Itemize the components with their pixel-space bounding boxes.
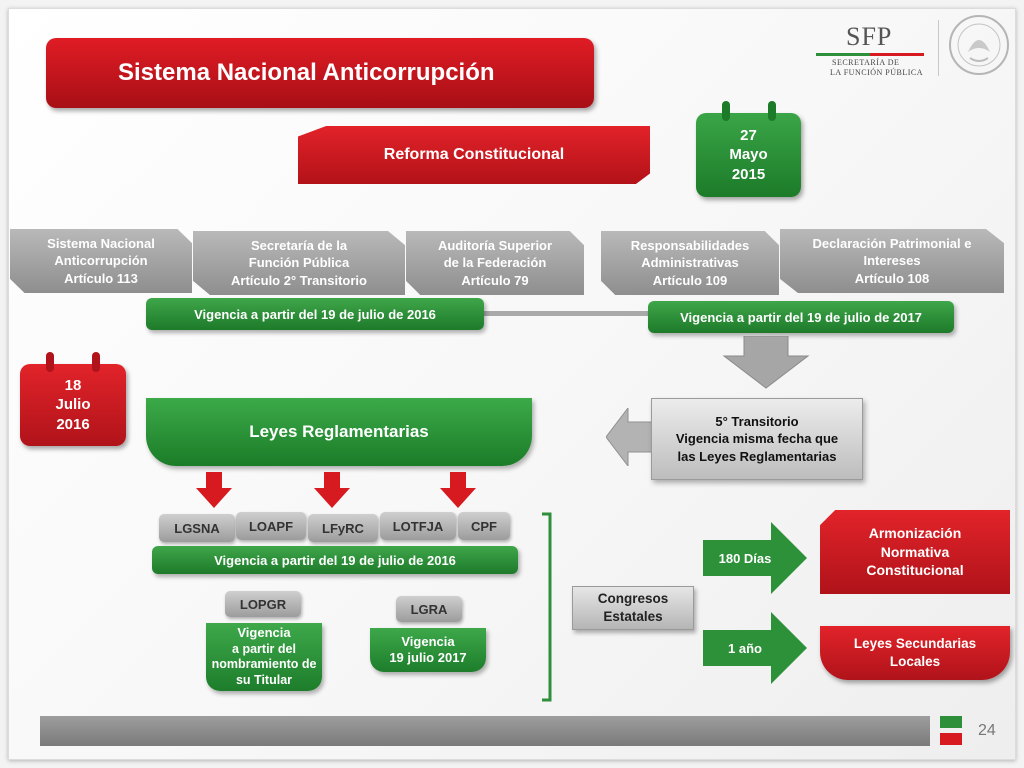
law-tag-loapf: LOAPF (236, 512, 306, 540)
green-arrow-right-icon (703, 612, 807, 684)
armonizacion-line-1: Armonización (868, 524, 962, 541)
calendar-2016: 18 Julio 2016 (20, 352, 126, 446)
law-tag-cpf: CPF (458, 512, 510, 540)
calendar-ring-left (46, 352, 54, 372)
article-line-1: Responsabilidades (630, 237, 750, 253)
arrow-label-180-dias: 180 Días (718, 550, 772, 566)
vigencia-band-laws: Vigencia a partir del 19 de julio de 201… (152, 546, 518, 574)
calendar-day: 18 (64, 376, 82, 394)
footer-bar (40, 716, 930, 746)
lopgr-vigencia: Vigencia a partir del nombramiento de su… (206, 623, 322, 691)
footer-flag-green (940, 716, 962, 728)
calendar-month: Mayo (729, 146, 768, 164)
lgra-line-2: 19 julio 2017 (389, 650, 467, 665)
leyes-sec-line-2: Locales (889, 654, 941, 669)
transitorio-line-2: Vigencia misma fecha que (675, 431, 839, 447)
logo-divider (938, 20, 939, 76)
article-line-2: de la Federación (443, 255, 547, 271)
logo-stripe-green (816, 53, 870, 56)
logo-subtitle-1: SECRETARÍA DE (832, 58, 900, 67)
leyes-secundarias-locales: Leyes Secundarias Locales (820, 626, 1010, 680)
lopgr-line-3: nombramiento de (211, 657, 317, 672)
logo-wordmark: SFP (846, 22, 893, 51)
logo-subtitle-2: LA FUNCIÓN PÚBLICA (830, 68, 924, 77)
armonizacion-normativa: Armonización Normativa Constitucional (820, 510, 1010, 594)
article-line-1: Auditoría Superior (437, 237, 553, 253)
article-line-1: Secretaría de la (250, 237, 348, 253)
logo-stripe-red (870, 53, 924, 56)
national-seal-icon (949, 15, 1009, 75)
lopgr-line-2: a partir del (232, 641, 296, 656)
calendar-day: 27 (740, 126, 757, 144)
calendar-year: 2015 (731, 165, 766, 183)
law-tag-lfyrc: LFyRC (308, 514, 378, 542)
armonizacion-line-2: Normativa (880, 543, 950, 560)
lopgr-line-4: su Titular (235, 672, 293, 687)
red-arrow-down-icon (314, 472, 350, 508)
congresos-estatales: Congresos Estatales (572, 586, 694, 630)
article-line-3: Artículo 113 (64, 270, 138, 286)
sfp-logo: SFP SECRETARÍA DE LA FUNCIÓN PÚBLICA (808, 22, 934, 78)
calendar-month: Julio (55, 396, 91, 414)
congresos-line-1: Congresos (597, 591, 669, 607)
lgra-line-1: Vigencia (401, 633, 455, 649)
article-line-2: Función Pública (248, 255, 350, 271)
vigencia-band-2016: Vigencia a partir del 19 de julio de 201… (146, 298, 484, 330)
law-tag-lopgr: LOPGR (225, 591, 301, 617)
law-tag-lgra: LGRA (396, 596, 462, 622)
reforma-constitucional: Reforma Constitucional (298, 126, 650, 184)
article-line-3: Artículo 108 (854, 270, 930, 286)
footer-flag-red (940, 733, 962, 745)
calendar-ring-right (92, 352, 100, 372)
leyes-reglamentarias: Leyes Reglamentarias (146, 398, 532, 466)
congresos-line-2: Estatales (603, 609, 663, 624)
leyes-sec-line-1: Leyes Secundarias (853, 635, 977, 651)
article-box-responsabilidades: Responsabilidades Administrativas Artícu… (601, 231, 779, 295)
article-box-sna: Sistema Nacional Anticorrupción Artículo… (10, 229, 192, 293)
transitorio-line-1: 5° Transitorio (715, 413, 799, 429)
page-number: 24 (978, 722, 996, 739)
lopgr-line-1: Vigencia (237, 625, 291, 641)
arrow-label-1-anio: 1 año (728, 640, 762, 656)
article-box-asf: Auditoría Superior de la Federación Artí… (406, 231, 584, 295)
article-box-sfp: Secretaría de la Función Pública Artícul… (193, 231, 405, 295)
arrow-down-icon (722, 336, 810, 389)
article-line-3: Artículo 109 (652, 272, 728, 288)
arrow-180-dias: 180 Días (703, 522, 807, 594)
armonizacion-line-3: Constitucional (866, 562, 964, 579)
calendar-ring-left (722, 101, 730, 121)
green-arrow-right-icon (703, 522, 807, 594)
calendar-year: 2016 (56, 415, 90, 433)
transitorio-line-3: las Leyes Reglamentarias (677, 448, 837, 464)
article-line-3: Artículo 79 (461, 272, 529, 288)
article-line-1: Sistema Nacional (47, 235, 155, 251)
calendar-2015: 27 Mayo 2015 (696, 101, 801, 197)
calendar-ring-right (768, 101, 776, 121)
slide-title: Sistema Nacional Anticorrupción (46, 38, 594, 108)
article-line-2: Intereses (863, 253, 921, 269)
article-line-3: Artículo 2° Transitorio (231, 272, 367, 288)
arrow-1-anio: 1 año (703, 612, 807, 684)
article-box-declaracion: Declaración Patrimonial e Intereses Artí… (780, 229, 1004, 293)
law-tag-lgsna: LGSNA (159, 514, 235, 542)
transitorio-box: 5° Transitorio Vigencia misma fecha que … (651, 398, 863, 480)
article-line-2: Anticorrupción (54, 253, 148, 269)
bracket-icon (542, 512, 552, 702)
red-arrow-down-icon (440, 472, 476, 508)
vigencia-band-2017: Vigencia a partir del 19 de julio de 201… (648, 301, 954, 333)
article-line-2: Administrativas (641, 255, 739, 271)
vigencia-connector (480, 311, 652, 316)
law-tag-lotfja: LOTFJA (380, 512, 456, 540)
lgra-vigencia: Vigencia 19 julio 2017 (370, 628, 486, 672)
red-arrow-down-icon (196, 472, 232, 508)
article-line-1: Declaración Patrimonial e (812, 235, 972, 251)
